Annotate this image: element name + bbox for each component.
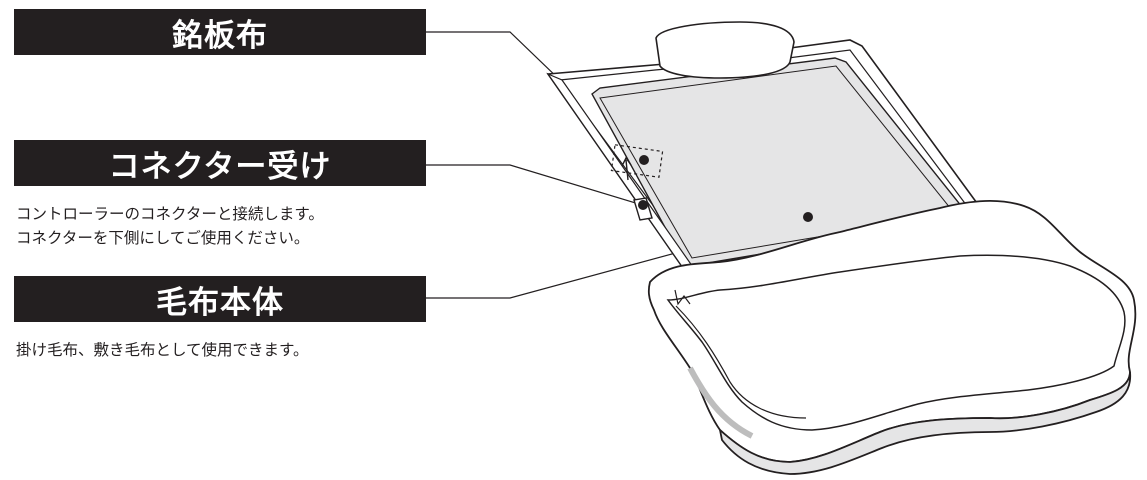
label-nameplate-cloth-text: 銘板布 (172, 17, 268, 54)
label-blanket-body: 毛布本体 (14, 276, 426, 322)
connector-marker (638, 200, 648, 210)
blanket-body-description: 掛け毛布、敷き毛布として使用できます。 (16, 338, 309, 362)
blanket-marker (803, 212, 813, 222)
label-nameplate-cloth: 銘板布 (14, 9, 426, 55)
connector-description-line-2: コネクターを下側にしてご使用ください。 (16, 229, 310, 247)
connector-receptacle-description: コントローラーのコネクターと接続します。 コネクターを下側にしてご使用ください。 (16, 202, 324, 250)
connector-arrow (621, 156, 632, 181)
blanket-description-line-1: 掛け毛布、敷き毛布として使用できます。 (16, 341, 309, 359)
label-connector-receptacle: コネクター受け (14, 140, 426, 186)
nameplate-marker (639, 155, 649, 165)
label-connector-receptacle-text: コネクター受け (108, 148, 332, 185)
folded-blanket-body (647, 200, 1137, 475)
leader-line-connector (426, 164, 643, 206)
connector-dashed-box (610, 144, 664, 178)
connector-description-line-1: コントローラーのコネクターと接続します。 (16, 205, 324, 223)
nameplate-tab (655, 21, 795, 79)
label-blanket-body-text: 毛布本体 (156, 284, 284, 321)
blanket-back-panel (546, 39, 986, 273)
